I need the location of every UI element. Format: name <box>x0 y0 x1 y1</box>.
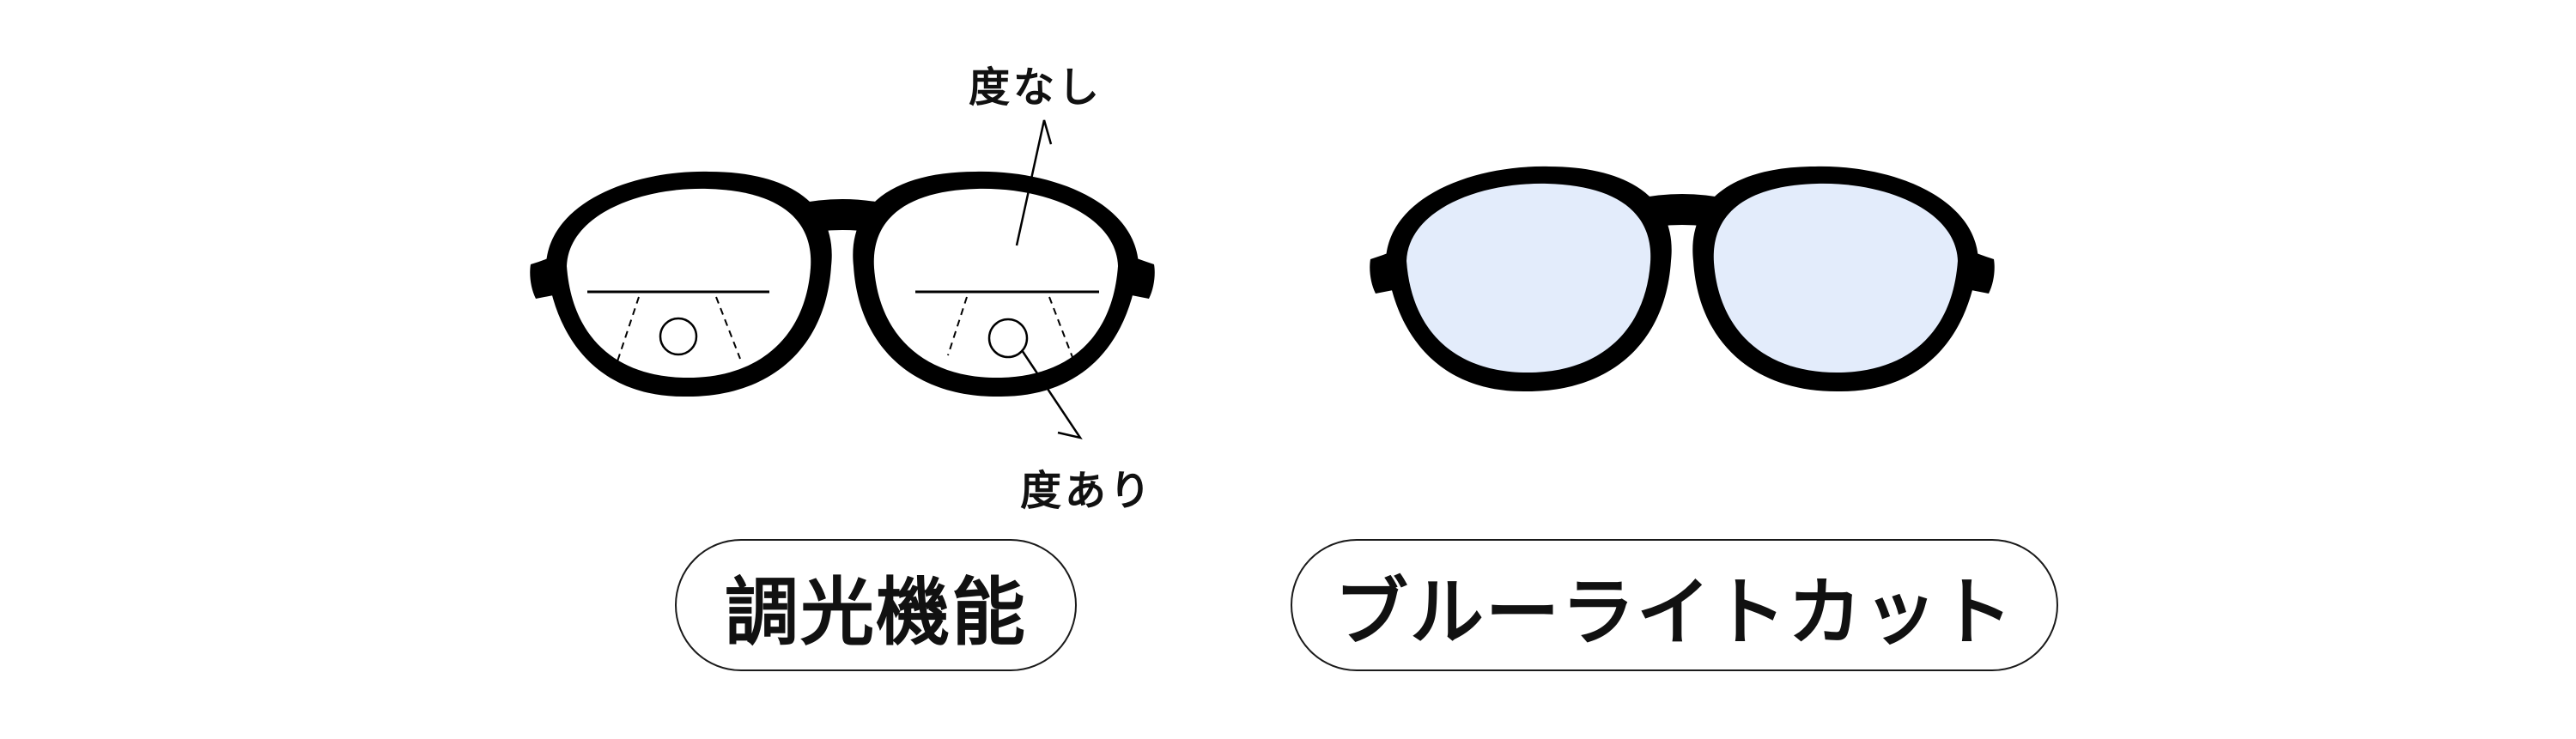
blue-light-glasses <box>1370 166 1995 392</box>
callout-no-prescription: 度なし <box>969 64 1103 112</box>
right-lens-focus-circle <box>987 318 1029 359</box>
photochromic-label: 調光機能 <box>725 569 1027 656</box>
callout-lower-leader <box>1020 349 1083 439</box>
blue-light-cut-label-badge: ブルーライトカット <box>1291 539 2058 671</box>
blue-light-cut-label: ブルーライトカット <box>1334 569 2014 656</box>
callout-with-prescription: 度あり <box>1020 467 1155 515</box>
right-lens-dashed-guide-left <box>947 296 968 356</box>
callout-upper-leader <box>1015 119 1053 246</box>
photochromic-glasses <box>530 171 1155 397</box>
photochromic-label-badge: 調光機能 <box>675 539 1077 671</box>
left-lens-focus-circle <box>659 317 698 356</box>
